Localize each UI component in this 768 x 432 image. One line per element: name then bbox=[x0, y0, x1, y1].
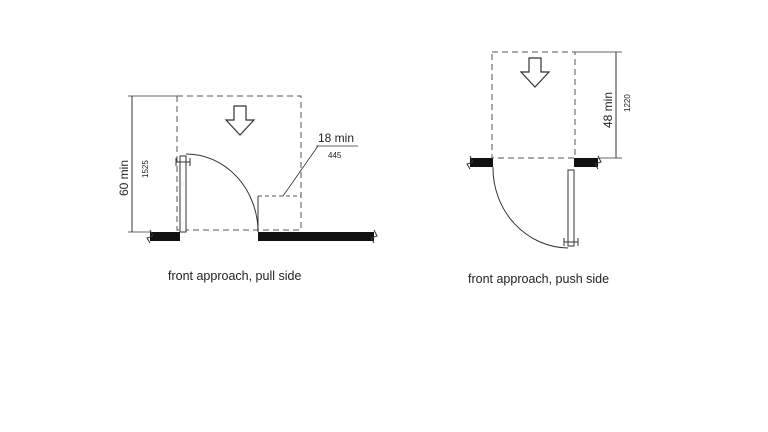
pull-door-leaf bbox=[179, 155, 187, 233]
push-height-label: 48 min bbox=[601, 92, 615, 128]
push-wall-left bbox=[470, 158, 493, 167]
push-side-figure: 48 min 1220 front approach, push side bbox=[466, 51, 632, 286]
push-side-caption: front approach, push side bbox=[468, 272, 609, 286]
pull-height-metric: 1525 bbox=[141, 160, 150, 178]
push-door-leaf bbox=[567, 169, 575, 247]
push-wall-break-left bbox=[466, 155, 474, 170]
pull-wall-left bbox=[150, 232, 180, 241]
pull-wall-right bbox=[258, 232, 374, 241]
pull-door-swing-arc bbox=[185, 153, 259, 233]
pull-wall-break-right bbox=[370, 229, 378, 244]
push-door-hinge bbox=[563, 238, 579, 246]
pull-latch-metric: 445 bbox=[328, 151, 342, 160]
pull-door-hinge bbox=[175, 158, 191, 166]
push-approach-arrow-icon bbox=[519, 57, 551, 88]
pull-wall-break-left bbox=[146, 229, 154, 244]
pull-side-caption: front approach, pull side bbox=[168, 269, 301, 283]
push-height-metric: 1220 bbox=[623, 94, 632, 112]
pull-clear-floor-space bbox=[176, 95, 302, 231]
pull-height-label: 60 min bbox=[117, 160, 131, 196]
pull-side-figure: 60 min 1525 18 min 445 front approach, p… bbox=[117, 95, 378, 283]
push-wall-break-right bbox=[594, 155, 602, 170]
pull-latch-dim-leader bbox=[282, 145, 319, 197]
push-door-swing-arc bbox=[492, 166, 569, 249]
push-wall-right bbox=[574, 158, 598, 167]
pull-latch-label: 18 min bbox=[318, 131, 354, 145]
pull-approach-arrow-icon bbox=[224, 105, 256, 136]
push-clear-floor-space bbox=[491, 51, 576, 159]
